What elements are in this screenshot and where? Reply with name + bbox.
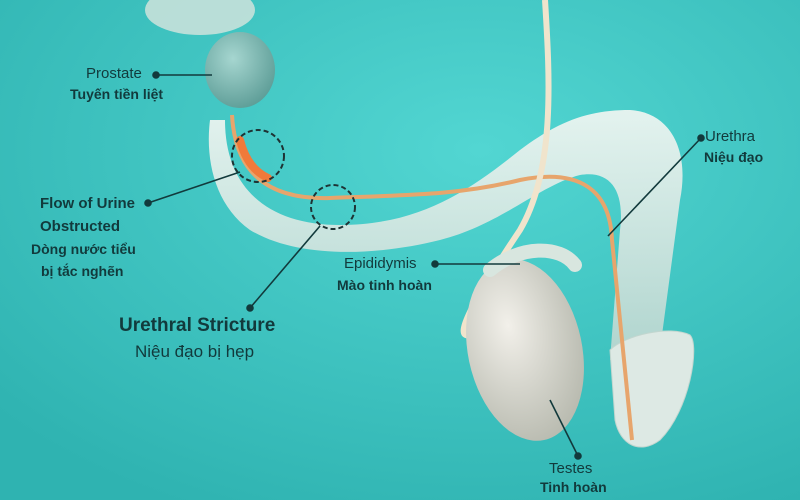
- stricture-label-vi: Niệu đạo bị hẹp: [135, 342, 255, 361]
- obstruction-mark: [236, 136, 272, 182]
- urethra-label: Urethra: [705, 128, 756, 145]
- flow-label-vi: Dòng nước tiểu: [31, 241, 136, 257]
- epididymis-shape: [483, 243, 582, 277]
- testes-label: Testes: [549, 460, 593, 477]
- urethra-leader: [607, 137, 702, 237]
- epididymis-label-vi: Mào tinh hoàn: [337, 277, 432, 293]
- prostate-label-vi: Tuyến tiền liệt: [70, 86, 164, 102]
- flow-label-2: Obstructed: [40, 218, 121, 235]
- flow-leader: [147, 171, 241, 204]
- flow-label: Flow of Urine: [40, 195, 135, 212]
- stricture-leader: [249, 225, 321, 309]
- testes-label-vi: Tinh hoàn: [540, 479, 607, 495]
- flow-label-vi-2: bị tắc nghẽn: [41, 263, 124, 279]
- urethra-label-vi: Niệu đạo: [704, 149, 764, 165]
- stricture-label: Urethral Stricture: [119, 315, 276, 336]
- obstruction-circle: [231, 129, 285, 183]
- prostate-label: Prostate: [86, 65, 142, 82]
- stricture-circle: [310, 184, 356, 230]
- bladder: [145, 0, 255, 35]
- urethra-tube: [230, 114, 634, 441]
- epididymis-label: Epididymis: [344, 255, 417, 272]
- prostate-gland: [205, 32, 275, 108]
- testis: [466, 259, 584, 441]
- penis-shaft: [208, 110, 683, 360]
- testes-leader: [549, 399, 579, 457]
